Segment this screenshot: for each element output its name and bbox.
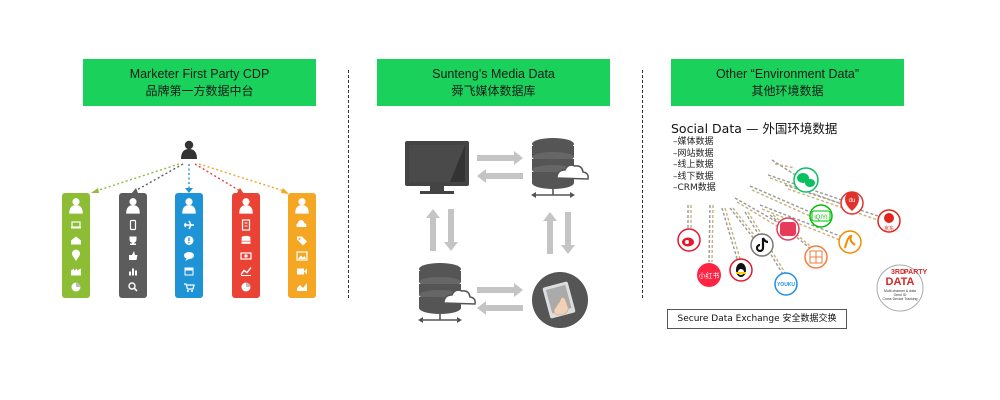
alert-icon: [184, 236, 194, 245]
segment-column-bar: [288, 193, 316, 298]
segment-column-bar: [175, 193, 203, 298]
secure-data-exchange-label: Secure Data Exchange 安全数据交换: [667, 309, 847, 329]
segment-column-bar: [62, 193, 90, 298]
line-chart-icon: [240, 267, 252, 276]
location-pin-icon: [72, 249, 80, 261]
search-icon: [128, 282, 138, 292]
database-cloud-icon: [530, 137, 589, 199]
monitor-icon: [405, 141, 469, 194]
data-logo-line2: PARTY: [904, 269, 928, 276]
person-icon: [181, 140, 197, 159]
mobile-icon: [129, 219, 137, 231]
media-title-en: Sunteng’s Media Data: [432, 66, 555, 81]
social-data-item: –网站数据: [673, 148, 714, 159]
iqiyi-logo: iQIYI: [809, 204, 833, 228]
segment-column-bar: [232, 193, 260, 298]
money-icon: [240, 252, 252, 260]
divider-left: [348, 70, 349, 298]
segment-column: [175, 193, 203, 298]
distribution-arrows: [95, 163, 285, 192]
user-icon: [182, 198, 196, 214]
area-chart-icon: [297, 283, 307, 291]
user-icon: [69, 198, 83, 214]
weibo-logo: [677, 228, 701, 252]
jd-logo-text: 京东: [884, 225, 894, 232]
data-logo-caption-1: Multi-channel & data: [884, 289, 916, 293]
social-data-list: –媒体数据 –网站数据 –线上数据 –线下数据 –CRM数据: [673, 137, 716, 195]
trophy-icon: [129, 236, 137, 245]
user-icon: [295, 198, 309, 214]
environment-title-cn: 其他环境数据: [751, 83, 824, 98]
segment-column: [119, 193, 147, 298]
segment-column: [232, 193, 260, 298]
cdp-title-cn: 品牌第一方数据中台: [145, 83, 254, 98]
sync-arrows: [426, 151, 575, 315]
cdp-banner: Marketer First Party CDP 品牌第一方数据中台: [83, 59, 316, 106]
dianping-logo: [804, 245, 828, 269]
youku-logo-text: YOUKU: [777, 282, 795, 288]
environment-banner: Other “Environment Data” 其他环境数据: [671, 59, 904, 106]
database-icon: [241, 235, 251, 244]
segment-column-bar: [119, 193, 147, 298]
tablet-touch-icon: [532, 272, 588, 328]
pie-chart-icon: [71, 282, 81, 292]
segment-column: [288, 193, 316, 298]
xiaohongshu-logo-text: 小红书: [699, 271, 720, 280]
user-icon: [126, 198, 140, 214]
segment-column: [62, 193, 90, 298]
tiktok-logo: [750, 233, 774, 257]
environment-title-en: Other “Environment Data”: [715, 66, 860, 81]
segment-columns: [62, 193, 316, 298]
jd-logo: 京东: [877, 209, 901, 233]
video-icon: [297, 268, 307, 275]
social-data-item: –线上数据: [673, 160, 714, 170]
cloud-icon: [296, 220, 307, 227]
media-title-cn: 舜飞媒体数据库: [451, 83, 536, 98]
building-icon: [241, 219, 251, 231]
cdp-title-en: Marketer First Party CDP: [129, 66, 270, 81]
media-banner: Sunteng’s Media Data 舜飞媒体数据库: [377, 59, 610, 106]
pie-chart-icon: [241, 282, 251, 292]
divider-right: [642, 70, 643, 298]
third-party-data-logo: 3RD PARTY DATA Multi-channel & data Omni…: [876, 264, 928, 312]
meituan-logo: [776, 217, 800, 241]
user-icon: [239, 198, 253, 214]
youku-logo: YOUKU: [774, 272, 798, 296]
data-logo-line3: DATA: [886, 276, 915, 288]
baidu-logo-text: du: [849, 198, 856, 204]
thumbs-up-icon: [129, 251, 138, 260]
iqiyi-logo-text: iQIYI: [814, 215, 828, 221]
cart-icon: [184, 283, 195, 292]
airplane-icon: [184, 220, 194, 230]
social-connector-lines: [687, 159, 879, 277]
qq-logo: [729, 258, 753, 282]
calendar-icon: [184, 267, 194, 276]
social-data-item: –CRM数据: [673, 183, 716, 193]
data-logo-caption-3: Cross Device Tracking: [882, 297, 917, 301]
baidu-logo: du: [840, 191, 864, 215]
bar-chart-icon: [129, 268, 137, 276]
factory-icon: [71, 268, 81, 276]
laptop-icon: [71, 221, 81, 229]
xiaohongshu-logo: 小红书: [697, 263, 721, 287]
database-cloud-icon: [417, 262, 476, 324]
home-icon: [71, 236, 81, 245]
data-logo-caption-2: Omni ID: [894, 293, 907, 297]
wechat-logo: [793, 167, 819, 193]
chat-icon: [184, 252, 194, 261]
image-icon: [296, 251, 308, 261]
social-data-item: –线下数据: [673, 171, 714, 182]
tag-icon: [297, 236, 307, 246]
alipay-logo: [838, 230, 862, 254]
distribution-arrowheads: [91, 188, 289, 194]
social-data-title: Social Data — 外国环境数据: [671, 121, 838, 136]
social-data-item: –媒体数据: [673, 137, 714, 147]
data-logo-line1: 3RD: [891, 269, 905, 276]
